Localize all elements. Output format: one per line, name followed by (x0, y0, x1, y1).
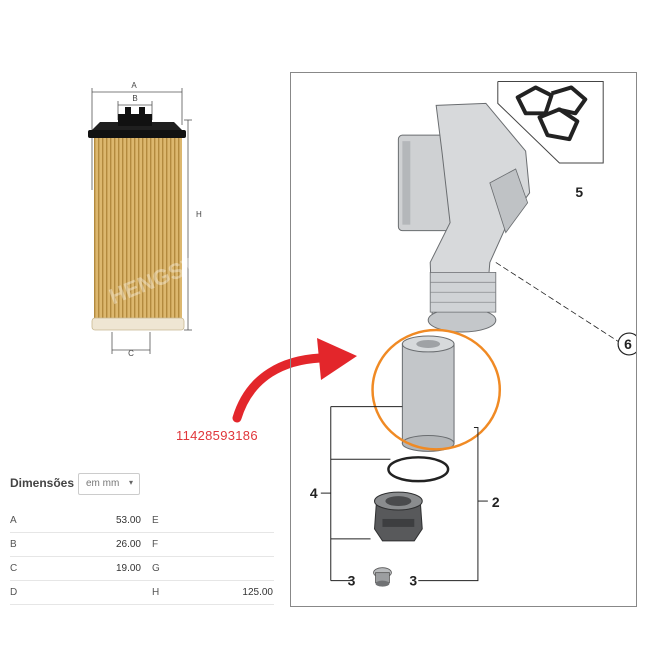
table-row: B 26.00 F (10, 533, 274, 557)
filter-element (401, 335, 455, 452)
part-number: 11428593186 (176, 428, 258, 443)
dim-key: A (10, 515, 17, 526)
unit-select[interactable]: em mm ▾ (78, 473, 140, 495)
gasket-inset-frame (497, 80, 604, 164)
dim-label-b: B (132, 94, 137, 103)
dim-label-h: H (196, 210, 202, 219)
oil-filter-housing (397, 102, 531, 333)
dim-key: G (152, 563, 160, 574)
unit-select-value: em mm (86, 478, 120, 489)
table-row: D H 125.00 (10, 581, 274, 605)
drain-plug (373, 567, 392, 587)
filter-cap (374, 491, 423, 542)
table-row: A 53.00 E (10, 509, 274, 533)
callout-2: 2 (492, 494, 500, 510)
o-ring (387, 456, 450, 483)
dim-key: F (152, 539, 159, 550)
dim-value: 19.00 (115, 563, 141, 574)
filter-bottom-cap (91, 317, 185, 331)
dim-label-c: C (128, 349, 134, 358)
callout-5: 5 (575, 184, 583, 200)
dim-value: 26.00 (115, 539, 141, 550)
filter-top-cap (90, 122, 184, 132)
dim-key: B (10, 539, 17, 550)
callout-6: 6 (624, 336, 632, 352)
filter-figure: A B H C HENGST (88, 81, 202, 358)
dim-key: E (152, 515, 159, 526)
callout-3-right: 3 (409, 573, 417, 589)
callout-3-left: 3 (348, 573, 356, 589)
dim-key: H (152, 587, 160, 598)
filter-pleated-media (94, 132, 182, 322)
dim-label-a: A (131, 81, 137, 90)
dimensions-title: Dimensões (10, 476, 75, 490)
dimensions-table: A 53.00 E B 26.00 F C 19.00 G D H 125.00 (10, 509, 274, 605)
parts-diagram: 5 6 4 2 (290, 72, 637, 607)
gasket-set-icon (515, 85, 588, 142)
table-row: C 19.00 G (10, 557, 274, 581)
dim-key: D (10, 587, 18, 598)
chevron-down-icon: ▾ (128, 478, 133, 487)
dim-value: 125.00 (242, 587, 273, 598)
pointer-arrow (232, 338, 357, 423)
dim-key: C (10, 563, 18, 574)
dim-value: 53.00 (115, 515, 141, 526)
callout-4: 4 (310, 485, 318, 501)
highlight-circle (371, 328, 502, 451)
